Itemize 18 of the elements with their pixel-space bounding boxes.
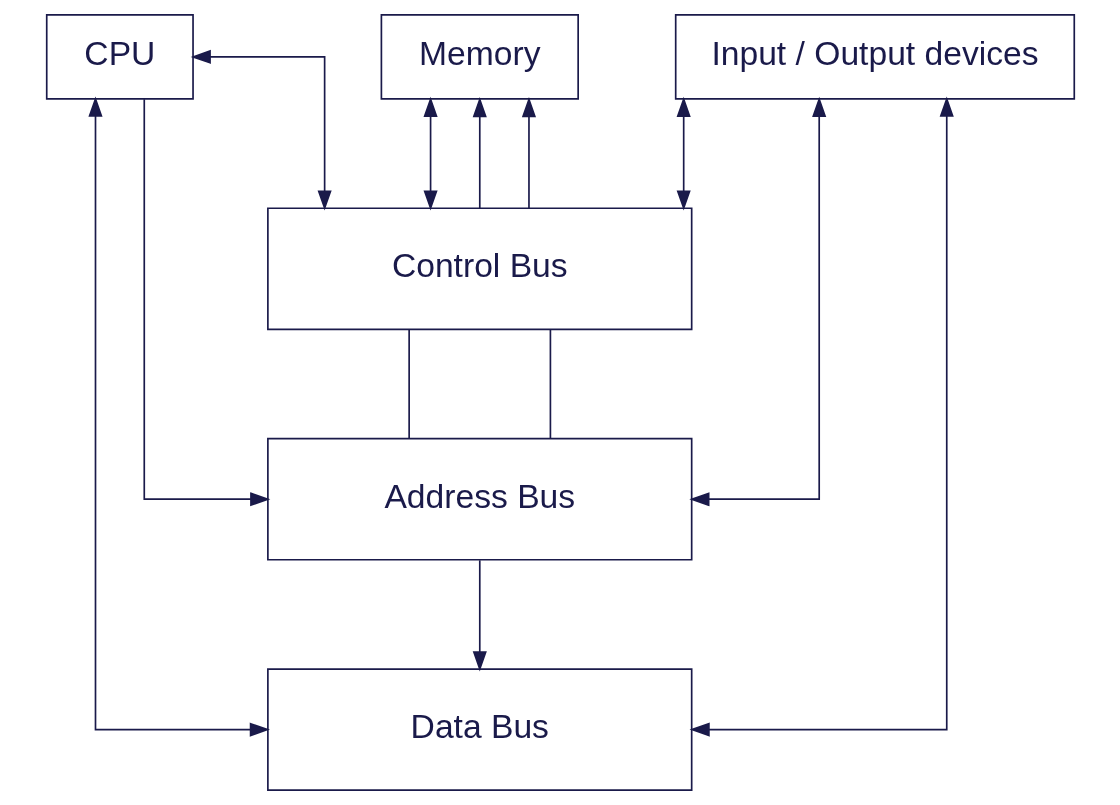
arrow — [142, 98, 270, 507]
arrow — [689, 96, 954, 737]
connector — [407, 329, 410, 440]
node-box: Memory — [380, 14, 579, 100]
arrow — [423, 96, 438, 211]
node-box: Address Bus — [266, 437, 692, 561]
arrow — [688, 96, 826, 507]
node-box: Control Bus — [266, 207, 692, 331]
arrow — [521, 96, 536, 209]
arrow — [190, 49, 332, 211]
arrow — [87, 96, 270, 737]
connector — [549, 329, 551, 440]
arrow — [676, 96, 691, 211]
node-box: CPU — [45, 14, 194, 100]
arrow — [472, 559, 487, 672]
node-box: Input / Output devices — [674, 14, 1075, 100]
arrow — [472, 96, 487, 209]
node-box: Data Bus — [266, 668, 692, 791]
